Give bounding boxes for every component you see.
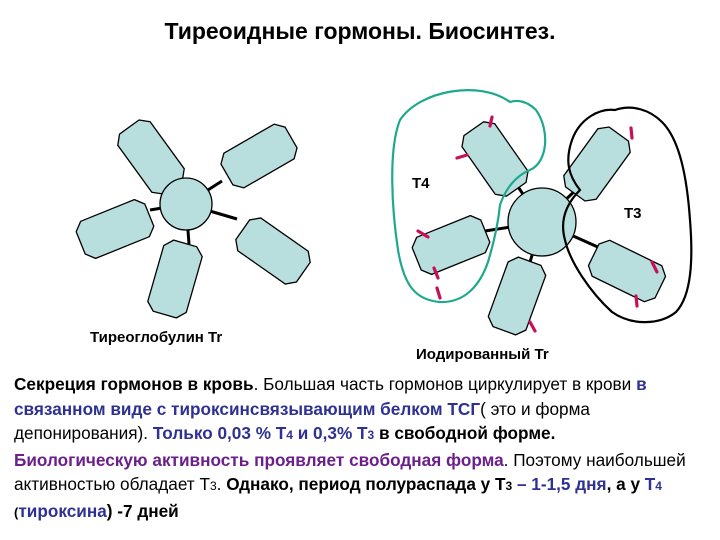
text-segment: тироксина — [18, 500, 107, 521]
text-segment: в свободной форме. — [374, 423, 556, 444]
iodinated-thyroglobulin-molecule — [391, 89, 693, 339]
text-segment: . — [216, 474, 227, 495]
subscript: 3 — [367, 428, 375, 443]
thyroglobulin-molecule — [72, 114, 316, 321]
text-segment: Т — [644, 474, 656, 495]
protein-domain — [72, 195, 158, 263]
core-circle — [159, 177, 213, 231]
text-segment: Однако, период полураспада у Т — [226, 474, 506, 495]
t3-label: T3 — [624, 205, 642, 222]
text-segment: – 1-1,5 дня — [512, 474, 607, 495]
text-segment: Секреция гормонов в кровь — [14, 374, 254, 394]
subscript: 4 — [655, 479, 662, 494]
text-segment: ( — [14, 504, 19, 520]
protein-domain — [484, 253, 550, 339]
t3-outline — [562, 106, 693, 324]
t4-label: T4 — [412, 175, 430, 192]
iodine-marks — [416, 115, 659, 333]
text-segment: ) -7 дней — [106, 500, 179, 521]
t4-outline — [391, 89, 547, 304]
text-segment: . Поэтому наибольшей активностью обладае… — [14, 449, 686, 495]
text-segment: ( это и форма депонирования). — [14, 398, 590, 444]
thyroglobulin-label: Тиреоглобулин Tr — [90, 329, 223, 346]
text-segment: , а у — [606, 474, 645, 495]
protein-domain — [456, 116, 534, 202]
description-paragraph: Секреция гормонов в кровь. Большая часть… — [14, 372, 714, 526]
text-segment: Только 0,03 % Т — [152, 423, 287, 444]
page-title: Тиреоидные гормоны. Биосинтез. — [164, 18, 556, 44]
text-segment: в связанном виде с тироксинсвязывающим б… — [14, 374, 647, 419]
iodinated-label: Иодированный Tr — [416, 346, 549, 363]
protein-domain — [230, 212, 316, 290]
text-segment: . Большая часть гормонов циркулирует в к… — [253, 374, 637, 394]
protein-domain — [408, 211, 494, 279]
core-circle — [507, 187, 577, 257]
subscript: 4 — [286, 428, 293, 443]
subscript: 3 — [505, 479, 513, 494]
protein-domain — [216, 119, 302, 193]
text-segment: Биологическую активность проявляет свобо… — [14, 449, 504, 470]
protein-domain — [144, 237, 206, 321]
text-segment: и 0,3% Т — [292, 423, 368, 444]
subscript: 3 — [209, 479, 217, 494]
